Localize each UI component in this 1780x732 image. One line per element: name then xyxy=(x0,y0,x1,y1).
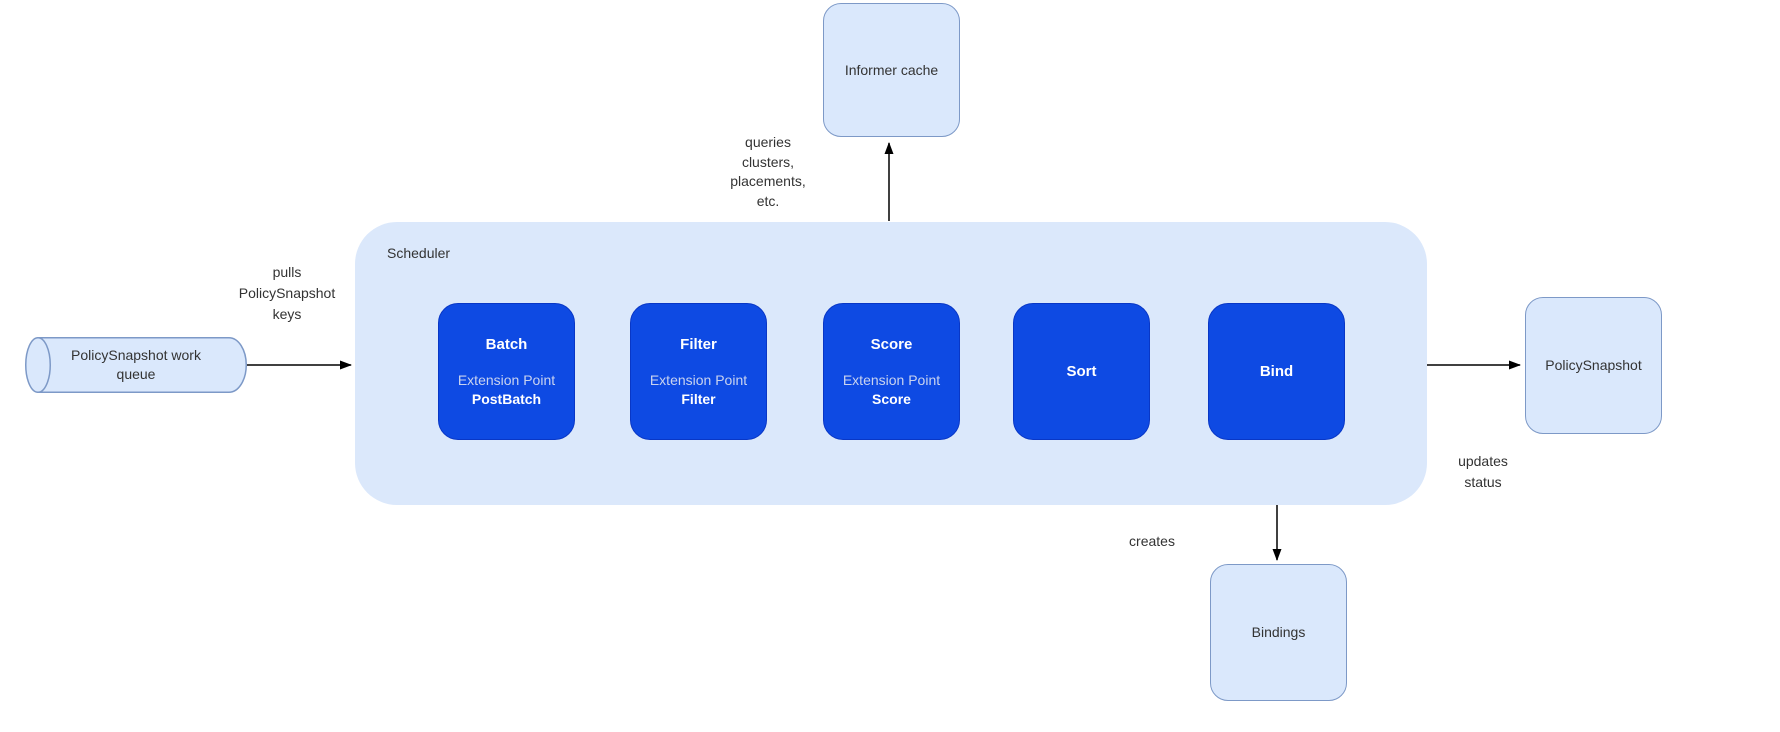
bindings-label: Bindings xyxy=(1251,624,1306,640)
edge-label-creates: creates xyxy=(1129,533,1175,549)
informer-cache-node: Informer cache xyxy=(823,3,960,137)
cylinder-shape xyxy=(25,337,248,393)
edge-label-queries: queries clusters, placements, etc. xyxy=(712,133,824,211)
edge-label-updates-line1: updates xyxy=(1458,453,1508,469)
edge-label-queries-line4: etc. xyxy=(756,192,780,209)
stage-score-title: Score xyxy=(870,335,913,353)
stage-score-extension-point-label: Extension Point xyxy=(842,371,941,388)
work-queue-node: PolicySnapshot work queue xyxy=(25,337,248,393)
edge-label-updates: updates status xyxy=(1433,451,1533,493)
stage-filter-subtitle: Extension Point Filter xyxy=(650,371,747,409)
edge-label-queries-line2: clusters, xyxy=(741,153,795,170)
stage-bind: Bind xyxy=(1208,303,1345,440)
informer-cache-label: Informer cache xyxy=(844,61,939,78)
policysnapshot-node: PolicySnapshot xyxy=(1525,297,1662,434)
stage-score: Score Extension Point Score xyxy=(823,303,960,440)
stage-score-subtitle: Extension Point Score xyxy=(843,371,940,409)
edge-label-pulls-line3: keys xyxy=(272,306,302,322)
stage-filter-extension-name: Filter xyxy=(681,390,716,407)
bindings-node: Bindings xyxy=(1210,564,1347,701)
stage-batch-subtitle: Extension Point PostBatch xyxy=(458,371,555,409)
stage-batch-extension-point-label: Extension Point xyxy=(457,371,556,388)
stage-sort: Sort xyxy=(1013,303,1150,440)
edge-label-queries-line1: queries xyxy=(745,134,791,150)
work-queue-label: PolicySnapshot work queue xyxy=(71,347,201,382)
edge-label-queries-line3: placements, xyxy=(730,173,806,189)
scheduler-label: Scheduler xyxy=(387,245,451,261)
stage-filter-extension-point-label: Extension Point xyxy=(649,371,748,388)
policysnapshot-label: PolicySnapshot xyxy=(1545,357,1642,373)
work-queue-label-wrap: PolicySnapshot work queue xyxy=(25,337,247,393)
stage-bind-title: Bind xyxy=(1259,363,1294,380)
edge-label-pulls: pulls PolicySnapshot keys xyxy=(222,262,352,325)
stage-batch-title: Batch xyxy=(485,335,528,353)
stage-sort-title: Sort xyxy=(1066,363,1097,380)
stage-filter-title: Filter xyxy=(680,335,717,353)
edge-label-pulls-line1: pulls xyxy=(272,264,302,280)
stage-batch: Batch Extension Point PostBatch xyxy=(438,303,575,440)
stage-batch-extension-name: PostBatch xyxy=(471,390,542,407)
edge-label-updates-line2: status xyxy=(1464,474,1502,490)
stage-filter: Filter Extension Point Filter xyxy=(630,303,767,440)
edge-label-pulls-line2: PolicySnapshot xyxy=(238,285,336,301)
stage-score-extension-name: Score xyxy=(872,390,911,407)
